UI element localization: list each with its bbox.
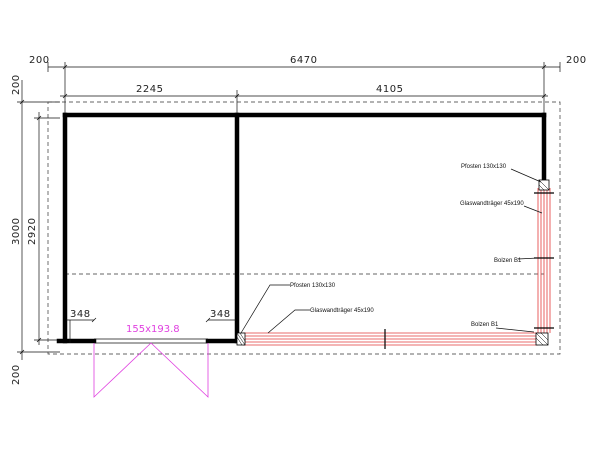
roof-outline xyxy=(47,101,561,355)
door-swing xyxy=(93,342,209,398)
dim-door-side-left: 348 xyxy=(70,309,91,320)
dim-segment-left: 2245 xyxy=(136,84,163,95)
glass-beam-bottom xyxy=(243,332,538,346)
label-beam-bottom: Glaswandträger 45x190 xyxy=(310,308,374,314)
dim-segment-right: 4105 xyxy=(376,84,403,95)
label-post-right: Pfosten 130x130 xyxy=(461,164,507,170)
glass-beam-right xyxy=(537,188,551,333)
walls xyxy=(56,112,547,344)
post-bottom-left xyxy=(236,332,246,346)
annotations-bottom: Pfosten 130x130 Glaswandträger 45x190 Bo… xyxy=(240,283,535,334)
annotations-right: Pfosten 130x130 Glaswandträger 45x190 Bo… xyxy=(460,164,543,264)
label-bolt-bottom: Bolzen B1 xyxy=(471,322,499,328)
post-bottom-right xyxy=(535,332,549,346)
post-top-right xyxy=(538,179,550,191)
door-label: 155x193.8 xyxy=(126,324,180,335)
dim-left-bottom-margin: 200 xyxy=(11,364,22,385)
dim-top-right-margin: 200 xyxy=(566,55,587,66)
bolt-markers xyxy=(384,192,554,349)
door: 155x193.8 348 348 xyxy=(66,309,236,398)
label-bolt-right: Bolzen B1 xyxy=(494,258,522,264)
top-dimension-chain: 200 6470 200 2245 4105 xyxy=(29,55,587,115)
dim-top-total: 6470 xyxy=(290,55,317,66)
label-beam-right: Glaswandträger 45x190 xyxy=(460,201,524,207)
label-post-bottom: Pfosten 130x130 xyxy=(290,283,336,289)
dim-left-inner: 2920 xyxy=(27,218,38,245)
left-dimension-chain: 200 3000 2920 200 xyxy=(11,74,60,385)
dim-door-side-right: 348 xyxy=(210,309,231,320)
dim-left-top-margin: 200 xyxy=(11,74,22,95)
dim-left-outer: 3000 xyxy=(11,218,22,245)
dim-top-left-margin: 200 xyxy=(29,55,50,66)
